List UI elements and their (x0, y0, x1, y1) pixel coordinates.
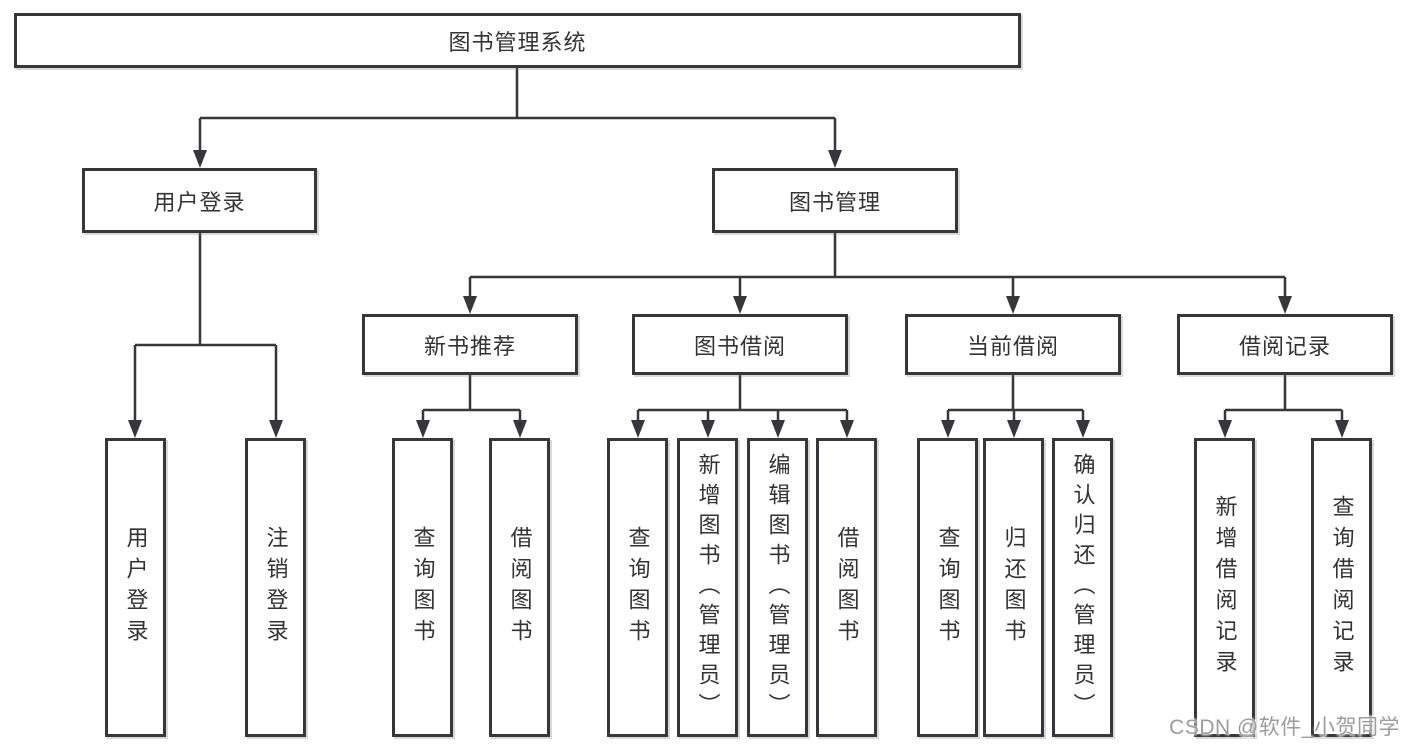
leaf-label: 注销登录 (263, 525, 289, 650)
node-leaf-edit-book-admin: 编辑图书（管理员） (747, 438, 808, 737)
node-leaf-borrow-books-1: 借阅图书 (489, 438, 550, 737)
node-leaf-borrow-books-2: 借阅图书 (816, 438, 877, 737)
connector-user-login-branch (133, 233, 278, 422)
node-leaf-confirm-return-admin: 确认归还（管理员） (1052, 438, 1113, 737)
node-book-management: 图书管理 (712, 168, 958, 233)
node-leaf-logout: 注销登录 (245, 438, 306, 737)
leaf-label: 确认归还（管理员） (1070, 452, 1096, 723)
leaf-label: 编辑图书（管理员） (765, 452, 791, 723)
connector-book-management-branch (468, 233, 1287, 298)
node-leaf-query-books-1: 查询图书 (392, 438, 453, 737)
node-leaf-return-book: 归还图书 (983, 438, 1044, 737)
leaf-label: 查询图书 (625, 525, 651, 650)
connector-borrow-record-branch (1223, 375, 1344, 422)
node-leaf-query-borrowing-record: 查询借阅记录 (1311, 438, 1372, 737)
leaf-label: 用户登录 (123, 525, 149, 650)
leaf-label: 查询图书 (935, 525, 961, 650)
node-new-book-recommendation: 新书推荐 (362, 314, 578, 375)
node-leaf-user-login: 用户登录 (105, 438, 166, 737)
leaf-label: 借阅图书 (507, 525, 533, 650)
leaf-label: 查询图书 (410, 525, 436, 650)
node-library-management-system: 图书管理系统 (14, 13, 1021, 68)
leaf-label: 查询借阅记录 (1329, 494, 1355, 681)
connector-root-branch (198, 68, 837, 152)
connector-new-book-branch (421, 375, 522, 422)
node-leaf-add-book-admin: 新增图书（管理员） (677, 438, 738, 737)
node-user-login: 用户登录 (82, 168, 317, 233)
node-borrowing-records: 借阅记录 (1177, 314, 1393, 375)
connector-book-borrow-branch (636, 375, 849, 422)
node-leaf-query-books-3: 查询图书 (917, 438, 978, 737)
leaf-label: 新增借阅记录 (1212, 494, 1238, 681)
leaf-label: 归还图书 (1001, 525, 1027, 650)
leaf-label: 借阅图书 (834, 525, 860, 650)
node-leaf-query-books-2: 查询图书 (607, 438, 668, 737)
leaf-label: 新增图书（管理员） (695, 452, 721, 723)
arrowheads (128, 150, 1349, 438)
connector-current-borrow-branch (946, 375, 1085, 422)
node-leaf-add-borrowing-record: 新增借阅记录 (1194, 438, 1255, 737)
node-book-borrowing: 图书借阅 (632, 314, 848, 375)
watermark: CSDN @软件_小贺同学 (1169, 716, 1400, 739)
node-current-borrowing: 当前借阅 (905, 314, 1121, 375)
